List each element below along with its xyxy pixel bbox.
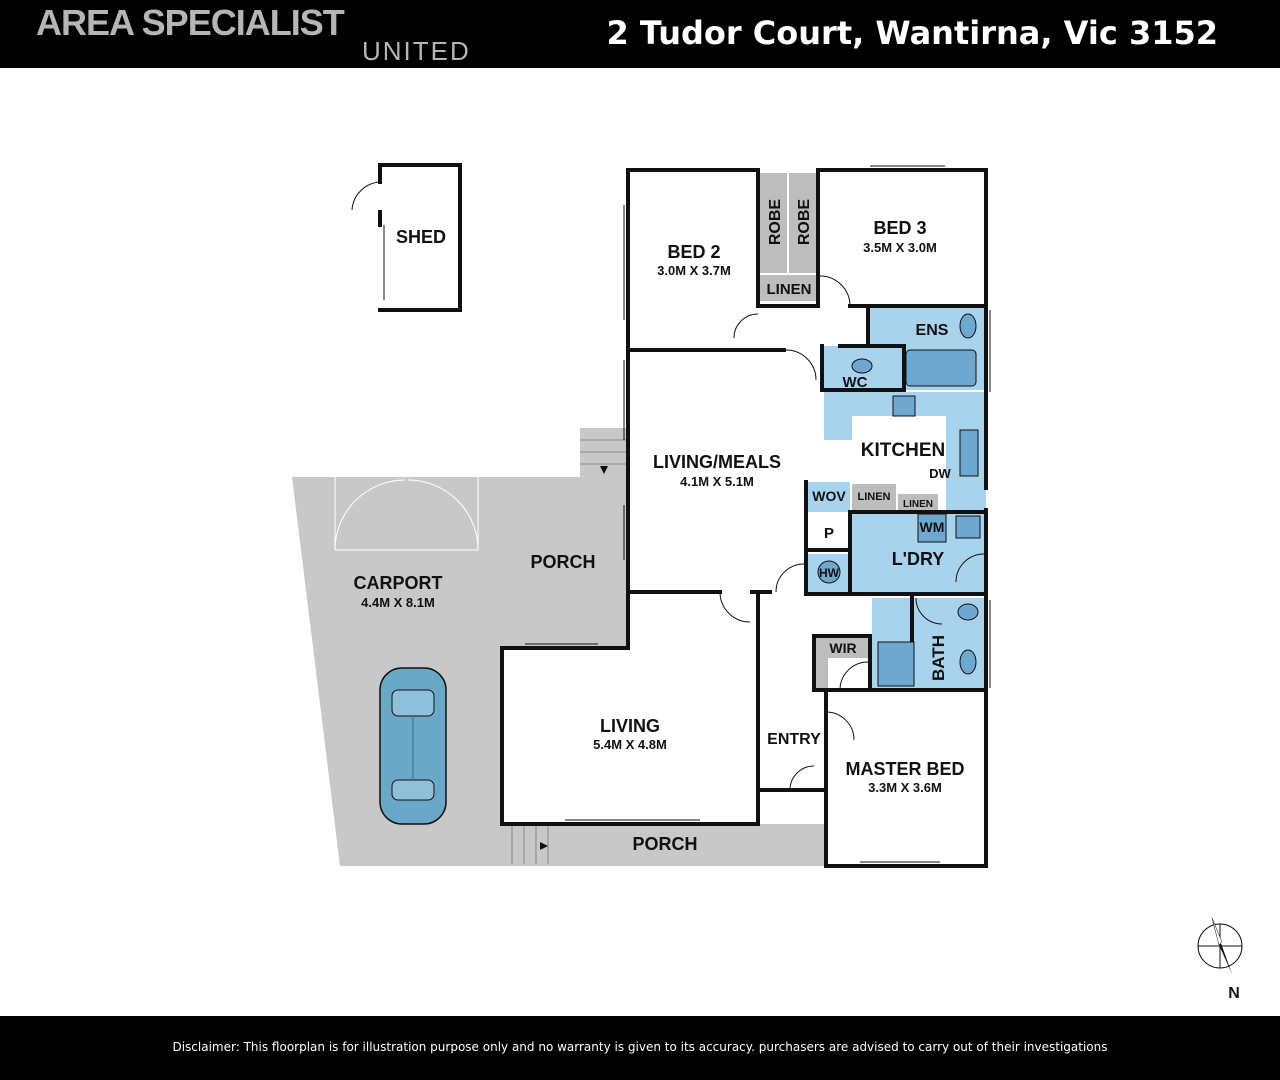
dim-carport: 4.4M X 8.1M bbox=[361, 595, 435, 610]
label-entry: ENTRY bbox=[767, 731, 821, 748]
label-p: P bbox=[824, 525, 834, 542]
property-address: 2 Tudor Court, Wantirna, Vic 3152 bbox=[606, 14, 1218, 52]
label-robe-2: ROBE bbox=[796, 199, 813, 246]
label-kitchen: KITCHEN bbox=[861, 440, 945, 461]
label-wc: WC bbox=[843, 374, 868, 391]
compass-north-label: N bbox=[1228, 985, 1240, 1002]
porch-top-slab bbox=[500, 477, 627, 650]
disclaimer-text: Disclaimer: This floorplan is for illust… bbox=[172, 1040, 1108, 1054]
label-bed3: BED 3 bbox=[873, 218, 926, 238]
label-wm: WM bbox=[920, 519, 945, 535]
label-porch-top: PORCH bbox=[530, 552, 595, 572]
label-porch-bottom: PORCH bbox=[632, 834, 697, 854]
header-bar: AREA SPECIALIST UNITED 2 Tudor Court, Wa… bbox=[0, 0, 1280, 68]
floor-plan: SHED BED 2 3.0M X 3.7M ROBE ROBE LINEN B… bbox=[292, 163, 1243, 1002]
footer-bar: Disclaimer: This floorplan is for illust… bbox=[0, 1016, 1280, 1080]
brand-sub: UNITED bbox=[362, 36, 471, 66]
label-dw: DW bbox=[929, 466, 951, 481]
dim-bed3: 3.5M X 3.0M bbox=[863, 240, 937, 255]
label-robe-1: ROBE bbox=[767, 199, 784, 246]
dim-living: 5.4M X 4.8M bbox=[593, 737, 667, 752]
dim-living-meals: 4.1M X 5.1M bbox=[680, 474, 754, 489]
wov-box bbox=[808, 482, 850, 512]
label-wov: WOV bbox=[812, 488, 846, 504]
label-living: LIVING bbox=[600, 716, 660, 736]
label-laundry: L'DRY bbox=[892, 549, 945, 569]
car bbox=[379, 667, 447, 825]
label-linen-small: LINEN bbox=[903, 499, 933, 510]
label-living-meals: LIVING/MEALS bbox=[653, 452, 781, 472]
brand-logo: AREA SPECIALIST bbox=[36, 2, 345, 43]
label-linen-top: LINEN bbox=[767, 281, 812, 298]
bath-tub-small bbox=[877, 641, 915, 687]
label-ens: ENS bbox=[916, 322, 949, 339]
bathtub bbox=[905, 349, 977, 387]
walls bbox=[378, 163, 988, 868]
label-carport: CARPORT bbox=[354, 573, 443, 593]
porch-bottom-slab bbox=[500, 824, 826, 866]
dim-master-bed: 3.3M X 3.6M bbox=[868, 780, 942, 795]
label-linen-mid: LINEN bbox=[858, 491, 891, 503]
label-hw: HW bbox=[819, 566, 840, 580]
compass-icon bbox=[1197, 917, 1243, 974]
label-master-bed: MASTER BED bbox=[845, 759, 964, 779]
label-bed2: BED 2 bbox=[667, 242, 720, 262]
label-bath: BATH bbox=[929, 635, 948, 681]
label-shed: SHED bbox=[396, 227, 446, 247]
label-wir: WIR bbox=[829, 640, 856, 656]
dim-bed2: 3.0M X 3.7M bbox=[657, 263, 731, 278]
